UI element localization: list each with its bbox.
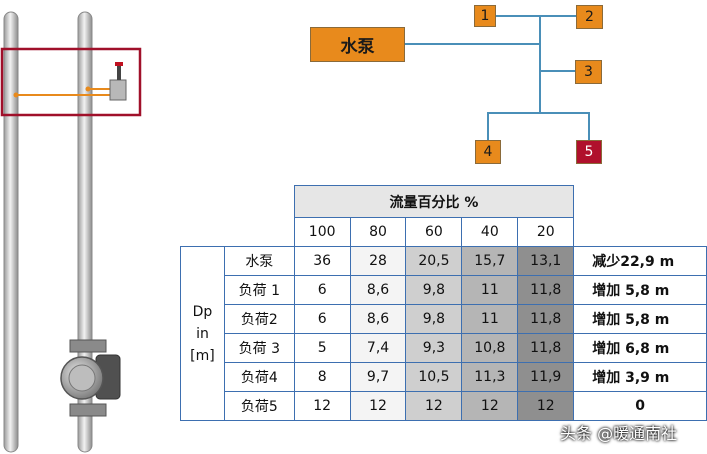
row-label: 负荷 1 bbox=[223, 275, 295, 305]
table-cell: 9,7 bbox=[349, 362, 407, 392]
flow-col-40: 40 bbox=[461, 217, 519, 247]
result-cell: 减少22,9 m bbox=[573, 246, 707, 276]
left-pipe bbox=[3, 11, 19, 453]
pressure-table: 流量百分比 % 100 80 60 40 20 Dp in [m] 水泵 36 … bbox=[180, 185, 707, 421]
table-cell: 9,3 bbox=[405, 333, 463, 363]
table-cell: 12 bbox=[405, 391, 463, 421]
row-label: 负荷5 bbox=[223, 391, 295, 421]
table-cell: 6 bbox=[293, 304, 351, 334]
flow-percent-header: 流量百分比 % bbox=[293, 185, 575, 218]
table-cell: 28 bbox=[349, 246, 407, 276]
dp-side-label: Dp in [m] bbox=[180, 246, 225, 421]
node-4: 4 bbox=[475, 140, 501, 164]
table-cell: 10,5 bbox=[405, 362, 463, 392]
table-cell: 11,8 bbox=[517, 333, 575, 363]
valve-actuator bbox=[109, 79, 127, 101]
row-label: 负荷 3 bbox=[223, 333, 295, 363]
node-2: 2 bbox=[576, 5, 603, 29]
table-cell: 12 bbox=[349, 391, 407, 421]
result-cell: 0 bbox=[573, 391, 707, 421]
valve-frame bbox=[0, 47, 142, 117]
table-cell: 11 bbox=[461, 304, 519, 334]
node-5: 5 bbox=[576, 140, 602, 164]
pump-symbol bbox=[60, 339, 121, 417]
table-cell: 11,3 bbox=[461, 362, 519, 392]
table-cell: 12 bbox=[517, 391, 575, 421]
node-3: 3 bbox=[575, 60, 602, 84]
watermark: 头条 @暖通南社 bbox=[560, 424, 678, 443]
result-cell: 增加 5,8 m bbox=[573, 275, 707, 305]
table-cell: 20,5 bbox=[405, 246, 463, 276]
flow-col-100: 100 bbox=[293, 217, 351, 247]
table-cell: 7,4 bbox=[349, 333, 407, 363]
table-cell: 9,8 bbox=[405, 304, 463, 334]
table-cell: 11,9 bbox=[517, 362, 575, 392]
flow-col-60: 60 bbox=[405, 217, 463, 247]
table-cell: 6 bbox=[293, 275, 351, 305]
row-label: 负荷4 bbox=[223, 362, 295, 392]
node-1: 1 bbox=[474, 5, 496, 27]
row-label: 负荷2 bbox=[223, 304, 295, 334]
table-cell: 9,8 bbox=[405, 275, 463, 305]
row-label: 水泵 bbox=[223, 246, 295, 276]
pump-node: 水泵 bbox=[310, 27, 405, 62]
table-cell: 8,6 bbox=[349, 304, 407, 334]
table-cell: 15,7 bbox=[461, 246, 519, 276]
flow-col-80: 80 bbox=[349, 217, 407, 247]
table-cell: 10,8 bbox=[461, 333, 519, 363]
flow-col-20: 20 bbox=[517, 217, 575, 247]
table-cell: 8,6 bbox=[349, 275, 407, 305]
table-cell: 12 bbox=[293, 391, 351, 421]
table-cell: 8 bbox=[293, 362, 351, 392]
table-cell: 11,8 bbox=[517, 275, 575, 305]
result-cell: 增加 5,8 m bbox=[573, 304, 707, 334]
table-cell: 11 bbox=[461, 275, 519, 305]
result-cell: 增加 6,8 m bbox=[573, 333, 707, 363]
table-cell: 13,1 bbox=[517, 246, 575, 276]
table-cell: 11,8 bbox=[517, 304, 575, 334]
pipe-illustration bbox=[0, 11, 142, 453]
table-cell: 12 bbox=[461, 391, 519, 421]
table-cell: 36 bbox=[293, 246, 351, 276]
result-cell: 增加 3,9 m bbox=[573, 362, 707, 392]
table-cell: 5 bbox=[293, 333, 351, 363]
